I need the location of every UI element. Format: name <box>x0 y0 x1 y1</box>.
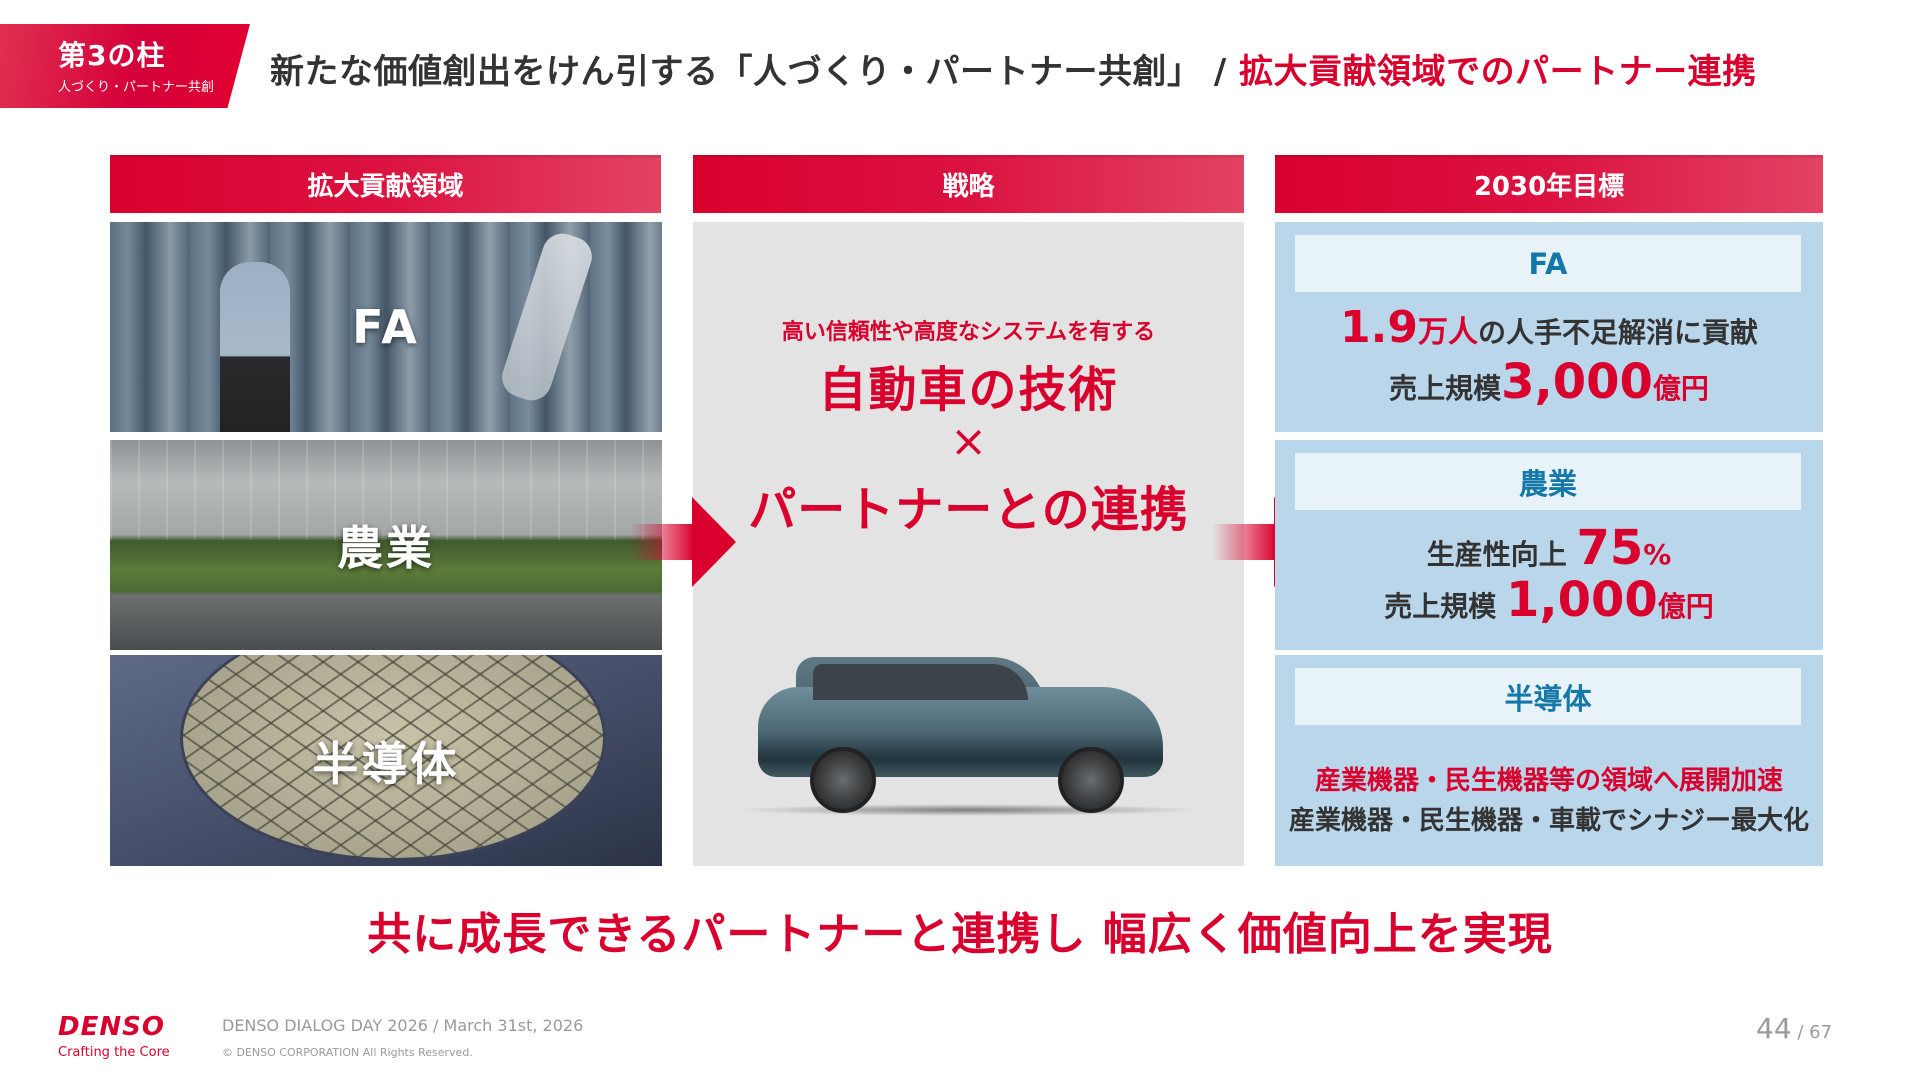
pillar-badge: 第3の柱 人づくり・パートナー共創 <box>0 24 250 108</box>
target-card-agriculture: 農業 生産性向上 75% 売上規模 1,000億円 <box>1275 440 1823 650</box>
pillar-subtitle: 人づくり・パートナー共創 <box>58 80 215 95</box>
page-title: 新たな価値創出をけん引する「人づくり・パートナー共創」 / 拡大貢献領域でのパー… <box>270 44 1757 93</box>
car-rear-wheel <box>810 747 876 813</box>
areas-column-header: 拡大貢献領域 <box>110 155 661 213</box>
agri-sales-target: 売上規模 1,000億円 <box>1384 572 1714 628</box>
strategy-subtitle: 高い信頼性や高度なシステムを有する <box>781 320 1156 345</box>
greenhouse-agriculture-photo: 農業 <box>110 440 662 650</box>
page-total: / 67 <box>1791 1022 1833 1043</box>
area-label-fa: FA <box>352 300 420 354</box>
page-current: 44 <box>1756 1012 1792 1045</box>
target-card-title: FA <box>1295 235 1801 292</box>
area-label-semiconductor: 半導体 <box>312 736 460 791</box>
target-card-fa: FA 1.9万人の人手不足解消に貢献 売上規模3,000億円 <box>1275 222 1823 432</box>
targets-column-header: 2030年目標 <box>1275 155 1823 213</box>
fa-labor-shortage-target: 1.9万人の人手不足解消に貢献 <box>1340 302 1758 353</box>
copyright: © DENSO CORPORATION All Rights Reserved. <box>222 1046 473 1059</box>
agri-productivity-target: 生産性向上 75% <box>1426 520 1672 576</box>
car-front-wheel <box>1058 747 1124 813</box>
strategy-partner-collaboration: パートナーとの連携 <box>748 482 1189 538</box>
denso-logo: DENSO <box>58 1012 165 1042</box>
times-icon: × <box>950 416 987 467</box>
page-number: 44 / 67 <box>1756 1012 1832 1045</box>
target-card-title: 農業 <box>1295 453 1801 510</box>
bottom-key-message: 共に成長できるパートナーと連携し 幅広く価値向上を実現 <box>367 909 1553 960</box>
page-title-accent: 拡大貢献領域でのパートナー連携 <box>1239 52 1757 92</box>
area-label-agriculture: 農業 <box>337 521 435 575</box>
semiconductor-wafer-photo: 半導体 <box>110 655 662 866</box>
arrow-right-icon <box>630 497 736 587</box>
page-title-main: 新たな価値創出をけん引する「人づくり・パートナー共創」 / <box>270 52 1240 92</box>
event-info: DENSO DIALOG DAY 2026 / March 31st, 2026 <box>222 1016 584 1035</box>
suv-car-image <box>738 652 1198 822</box>
strategy-panel: 高い信頼性や高度なシステムを有する 自動車の技術 × パートナーとの連携 <box>693 222 1244 866</box>
semi-expansion-target: 産業機器・民生機器等の領域へ展開加速 <box>1314 766 1783 796</box>
pillar-title: 第3の柱 <box>58 39 166 72</box>
car-window <box>813 664 1028 700</box>
brand-tagline: Crafting the Core <box>58 1045 170 1060</box>
target-card-semiconductor: 半導体 産業機器・民生機器等の領域へ展開加速 産業機器・民生機器・車載でシナジー… <box>1275 655 1823 866</box>
semi-synergy-target: 産業機器・民生機器・車載でシナジー最大化 <box>1288 806 1809 836</box>
car-shadow <box>738 804 1198 816</box>
target-card-title: 半導体 <box>1295 668 1801 725</box>
strategy-automotive-technology: 自動車の技術 <box>818 362 1119 418</box>
factory-automation-photo: FA <box>110 222 662 432</box>
fa-sales-target: 売上規模3,000億円 <box>1389 354 1709 410</box>
strategy-column-header: 戦略 <box>693 155 1244 213</box>
